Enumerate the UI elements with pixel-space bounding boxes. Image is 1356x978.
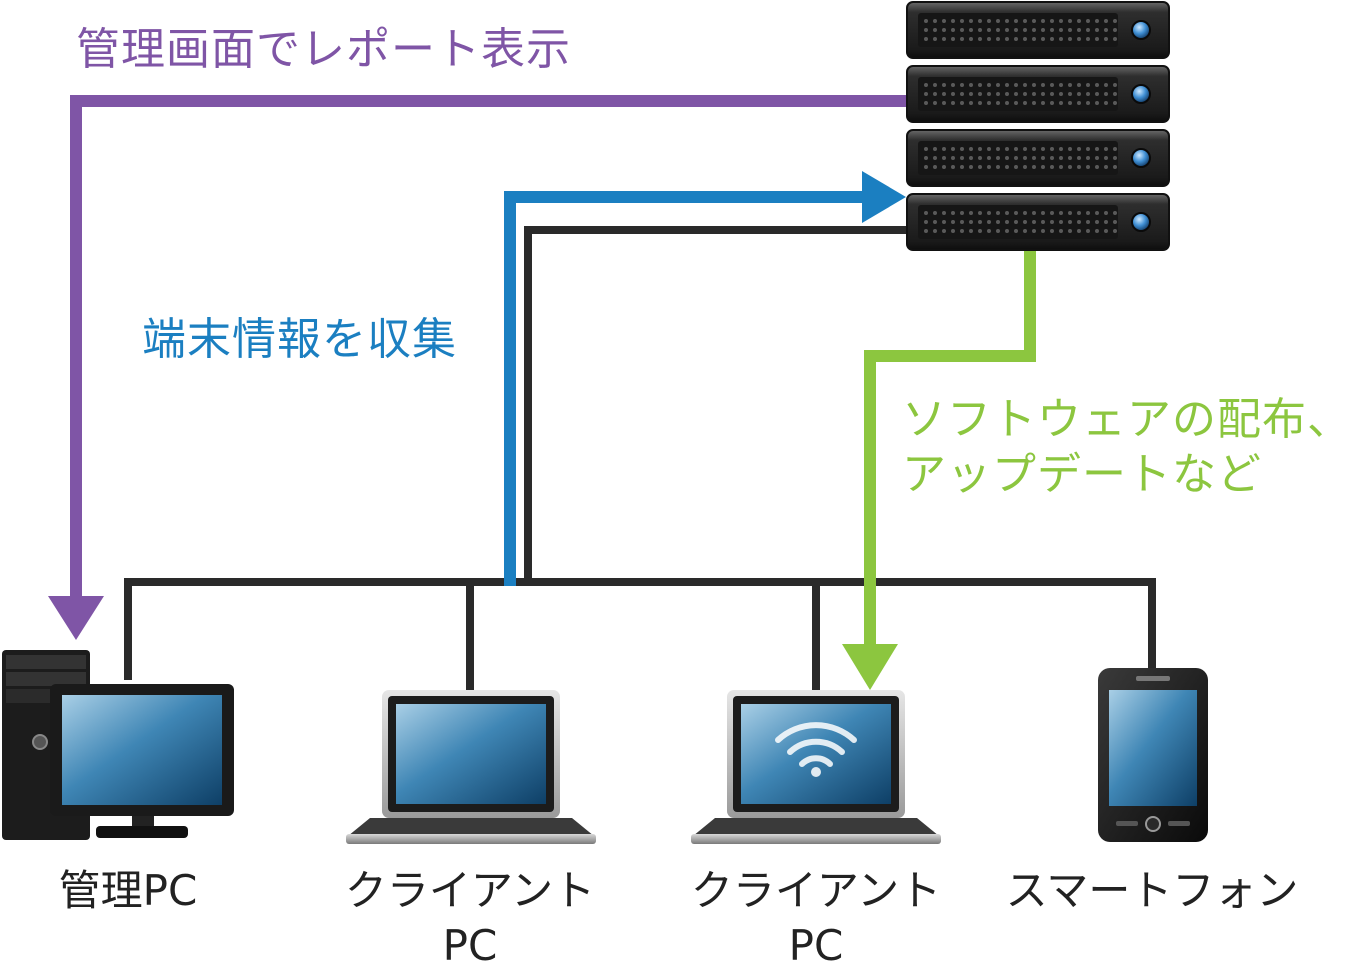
client-pc-2-label: クライアント PC	[691, 864, 941, 973]
status-led-icon	[1131, 212, 1151, 232]
phone-home-button-icon	[1145, 816, 1161, 832]
monitor-screen	[62, 695, 222, 805]
collect-flow-arrow	[504, 171, 906, 586]
distribute-flow-label-line2: アップデートなど	[902, 449, 1262, 500]
admin-pc-label: 管理PC	[59, 864, 198, 919]
distribute-arrowhead	[842, 644, 898, 690]
smartphone-icon	[1098, 668, 1208, 842]
phone-speaker	[1136, 676, 1170, 681]
report-arrowhead	[48, 596, 104, 640]
server-unit	[906, 129, 1170, 187]
smartphone-label: スマートフォン	[1006, 864, 1299, 919]
smartphone-label-text: スマートフォン	[1005, 866, 1299, 915]
laptop-base	[346, 834, 596, 844]
laptop-base	[691, 834, 941, 844]
server-unit	[906, 193, 1170, 251]
laptop-keyboard	[348, 818, 594, 836]
laptop-screen	[396, 704, 546, 804]
distribute-flow-arrow	[842, 250, 1036, 690]
client-pc-1-label: クライアント PC	[345, 864, 595, 973]
server-rack	[906, 1, 1170, 251]
server-unit	[906, 65, 1170, 123]
client-laptop-1-icon	[346, 690, 596, 844]
report-flow-arrow	[48, 95, 910, 640]
report-flow-line	[70, 95, 910, 600]
phone-screen	[1109, 690, 1197, 806]
wifi-icon	[775, 722, 857, 777]
distribute-flow-line	[864, 250, 1036, 646]
collect-arrowhead	[862, 171, 906, 223]
admin-pc-label-text: 管理PC	[58, 866, 198, 915]
client-pc-1-label-line1: クライアント	[344, 866, 596, 915]
client-laptop-2-icon	[691, 690, 941, 844]
distribute-flow-label: ソフトウェアの配布、 アップデートなど	[902, 392, 1352, 502]
client-pc-1-label-line2: PC	[442, 920, 498, 970]
status-led-icon	[1131, 84, 1151, 104]
distribute-flow-label-line1: ソフトウェアの配布、	[902, 394, 1352, 445]
admin-pc-icon	[2, 650, 234, 840]
bus-uplink-line	[524, 226, 910, 582]
client-pc-2-label-line2: PC	[788, 920, 844, 970]
laptop-keyboard	[693, 818, 939, 836]
network-bus	[124, 226, 1156, 690]
server-unit	[906, 1, 1170, 59]
status-led-icon	[1131, 20, 1151, 40]
laptop-screen	[741, 704, 891, 804]
collect-flow-label: 端末情報を収集	[142, 314, 457, 365]
status-led-icon	[1131, 148, 1151, 168]
collect-flow-line	[504, 191, 866, 586]
report-flow-label: 管理画面でレポート表示	[76, 24, 571, 75]
power-button-icon	[32, 734, 48, 750]
client-pc-2-label-line1: クライアント	[690, 866, 942, 915]
bus-line	[124, 578, 1156, 680]
monitor-base	[96, 826, 188, 838]
